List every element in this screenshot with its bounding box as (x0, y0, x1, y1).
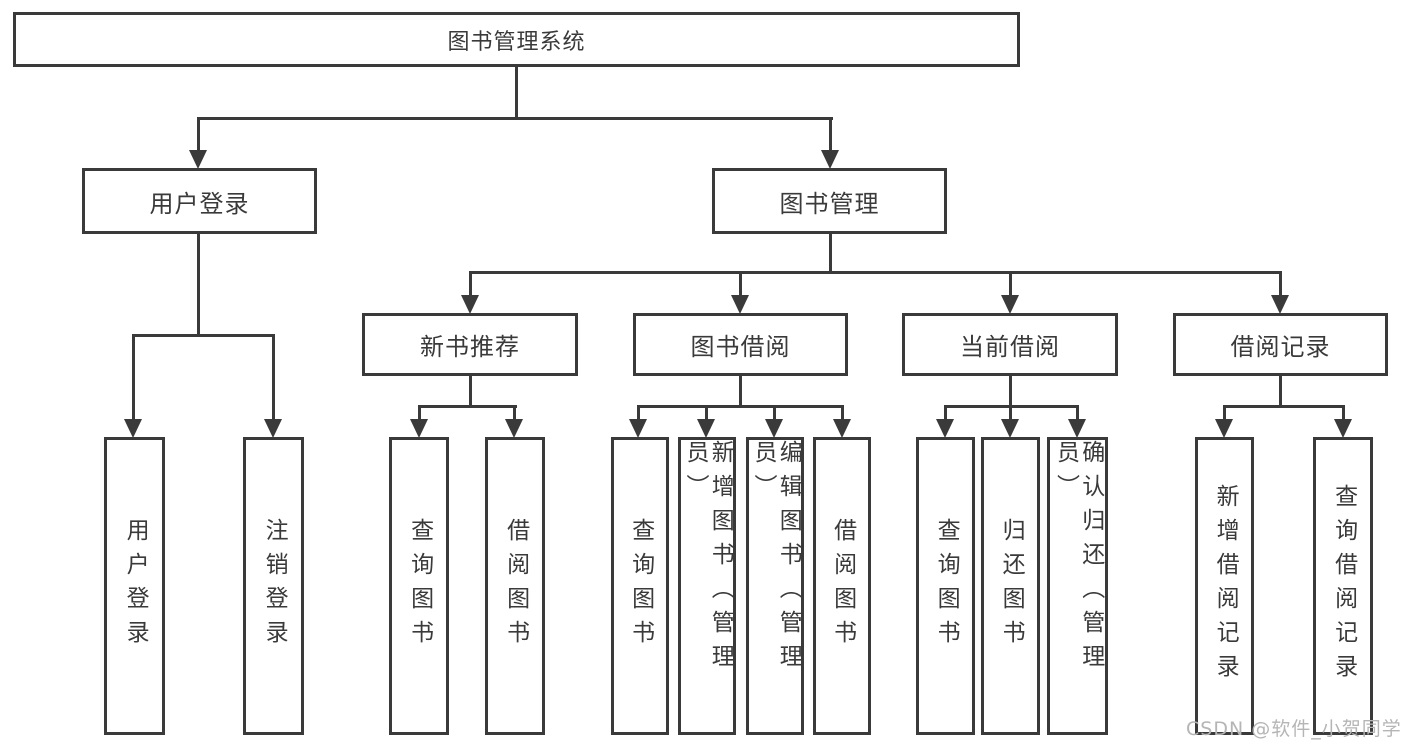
connector-drop (418, 405, 421, 421)
connector-level2-bar (197, 117, 833, 120)
leaf-query-books: 查询图书 (389, 437, 449, 735)
node-current-borrowing: 当前借阅 (902, 313, 1118, 376)
arrow-down-icon (1001, 295, 1019, 314)
connector-userlogin-bar (132, 334, 275, 337)
connector-drop (705, 405, 708, 421)
leaf-query-books: 查询图书 (611, 437, 669, 735)
csdn-watermark: CSDN @软件_小贺同学 (1186, 718, 1402, 740)
leaf-label: 查询图书 (933, 518, 960, 654)
connector-drop (513, 405, 516, 421)
node-new-book-recommend: 新书推荐 (362, 313, 578, 376)
node-user-login: 用户登录 (82, 168, 317, 234)
leaf-return-books: 归还图书 (981, 437, 1040, 735)
node-label: 用户登录 (149, 189, 250, 218)
connector-borrow-bar (637, 405, 844, 408)
leaf-confirm-return-admin: 确认归还（管理员） (1047, 437, 1108, 735)
connector-drop (469, 271, 472, 297)
leaf-label: 查询图书 (627, 518, 654, 654)
leaf-borrow-books: 借阅图书 (813, 437, 871, 735)
connector-drop (1009, 405, 1012, 421)
node-root: 图书管理系统 (13, 12, 1020, 67)
node-label: 新书推荐 (420, 333, 520, 361)
leaf-label: 确认归还（管理员） (1052, 440, 1104, 678)
leaf-add-borrow-record: 新增借阅记录 (1195, 437, 1254, 735)
arrow-down-icon (410, 419, 428, 438)
leaf-label: 查询图书 (406, 518, 433, 654)
connector-drop (944, 405, 947, 421)
arrow-down-icon (1068, 419, 1086, 438)
leaf-user-login: 用户登录 (104, 437, 165, 735)
leaf-label: 新增图书（管理员） (682, 440, 734, 678)
arrow-down-icon (731, 295, 749, 314)
leaf-label: 编辑图书（管理员） (750, 440, 802, 678)
connector-drop (272, 334, 275, 421)
arrow-down-icon (124, 419, 142, 438)
connector-userlogin-stem (197, 233, 200, 337)
connector-drop (841, 405, 844, 421)
leaf-borrow-books: 借阅图书 (485, 437, 545, 735)
arrow-down-icon (1271, 295, 1289, 314)
leaf-edit-books-admin: 编辑图书（管理员） (746, 437, 804, 735)
arrow-down-icon (189, 150, 207, 169)
arrow-down-icon (505, 419, 523, 438)
leaf-label: 新增借阅记录 (1212, 484, 1239, 688)
node-label: 图书管理 (779, 189, 880, 218)
arrow-down-icon (833, 419, 851, 438)
node-borrowing-records: 借阅记录 (1173, 313, 1388, 376)
arrow-down-icon (264, 419, 282, 438)
node-label: 借阅记录 (1230, 333, 1331, 361)
connector-level3-bar (469, 271, 1282, 274)
arrow-down-icon (1215, 419, 1233, 438)
arrow-down-icon (697, 419, 715, 438)
connector-drop (773, 405, 776, 421)
arrow-down-icon (1001, 419, 1019, 438)
connector-newbook-stem (469, 375, 472, 408)
leaf-label: 借阅图书 (829, 518, 856, 654)
arrow-down-icon (1334, 419, 1352, 438)
leaf-label: 归还图书 (998, 518, 1025, 654)
node-root-label: 图书管理系统 (447, 29, 586, 55)
leaf-label: 查询借阅记录 (1330, 484, 1357, 688)
connector-record-bar (1223, 405, 1345, 408)
arrow-down-icon (765, 419, 783, 438)
leaf-query-borrow-record: 查询借阅记录 (1313, 437, 1373, 735)
connector-drop (637, 405, 640, 421)
connector-drop (1223, 405, 1226, 421)
arrow-down-icon (821, 150, 839, 169)
leaf-label: 借阅图书 (502, 518, 529, 654)
connector-drop (1009, 271, 1012, 297)
connector-drop (829, 117, 832, 152)
node-book-borrowing: 图书借阅 (633, 313, 848, 376)
arrow-down-icon (936, 419, 954, 438)
connector-drop (1279, 271, 1282, 297)
arrow-down-icon (461, 295, 479, 314)
leaf-add-books-admin: 新增图书（管理员） (678, 437, 736, 735)
leaf-query-books: 查询图书 (916, 437, 975, 735)
connector-record-stem (1279, 375, 1282, 408)
node-label: 当前借阅 (960, 333, 1060, 361)
connector-current-stem (1009, 375, 1012, 408)
connector-bookmgmt-stem (829, 233, 832, 274)
leaf-label: 用户登录 (122, 518, 149, 654)
connector-root-stem (515, 66, 518, 119)
node-book-management: 图书管理 (712, 168, 947, 234)
connector-newbook-bar (418, 405, 517, 408)
leaf-logout: 注销登录 (243, 437, 304, 735)
node-label: 图书借阅 (690, 333, 791, 361)
connector-drop (1342, 405, 1345, 421)
leaf-label: 注销登录 (261, 518, 288, 654)
connector-drop (739, 271, 742, 297)
arrow-down-icon (629, 419, 647, 438)
connector-drop (197, 117, 200, 152)
connector-borrow-stem (739, 375, 742, 408)
connector-drop (1076, 405, 1079, 421)
connector-drop (132, 334, 135, 421)
